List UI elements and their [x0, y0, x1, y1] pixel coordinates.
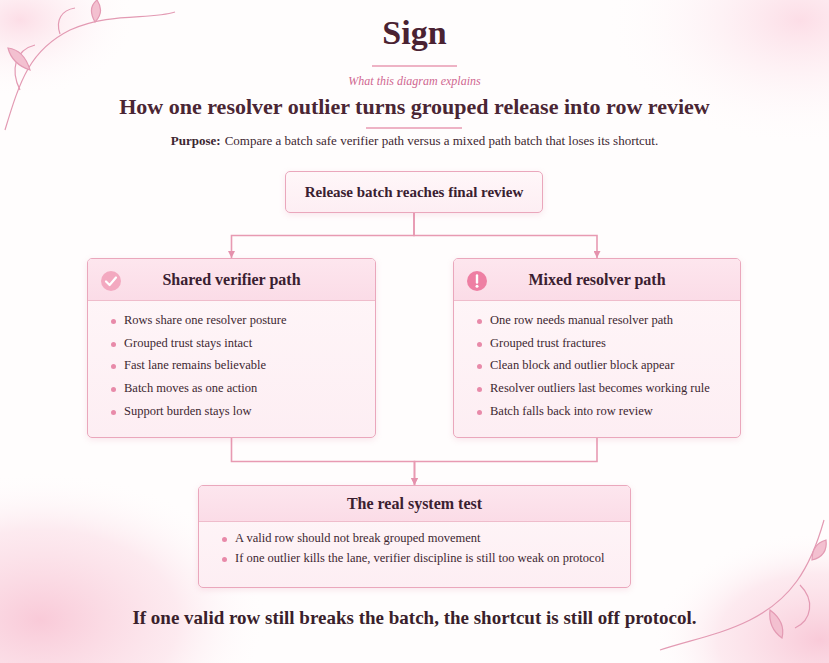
- bullet-text: Grouped trust stays intact: [124, 336, 252, 350]
- box-label: Release batch reaches final review: [305, 184, 524, 201]
- watercolor-blob: [600, 0, 829, 150]
- box-header: Shared verifier path: [88, 259, 375, 301]
- bullet-dot: [222, 537, 227, 542]
- bullet-dot: [111, 319, 116, 324]
- bullet-item: Grouped trust fractures: [474, 336, 726, 352]
- bullet-dot: [477, 364, 482, 369]
- result-box: The real system test A valid row should n…: [198, 485, 631, 588]
- purpose-line: Purpose: Compare a batch safe verifier pa…: [0, 133, 829, 149]
- bullet-item: One row needs manual resolver path: [474, 313, 726, 329]
- start-box: Release batch reaches final review: [285, 171, 543, 213]
- purpose-tag: Purpose:: [171, 133, 221, 148]
- bullet-dot: [222, 557, 227, 562]
- bullet-dot: [111, 410, 116, 415]
- bullet-text: A valid row should not break grouped mov…: [235, 531, 480, 545]
- bullet-text: Grouped trust fractures: [490, 336, 606, 350]
- flow-connector: [415, 438, 598, 485]
- bullet-item: Clean block and outlier block appear: [474, 358, 726, 374]
- bullet-item: Grouped trust stays intact: [108, 336, 361, 352]
- bullet-list: Rows share one resolver postureGrouped t…: [88, 301, 375, 434]
- purpose-text: Compare a batch safe verifier path versu…: [225, 133, 659, 148]
- path-box: Shared verifier pathRows share one resol…: [87, 258, 376, 438]
- bullet-list: One row needs manual resolver pathGroupe…: [454, 301, 740, 434]
- box-heading: The real system test: [209, 495, 620, 513]
- bullet-text: Batch moves as one action: [124, 381, 257, 395]
- watercolor-blob: [0, 0, 140, 100]
- bullet-text: Batch falls back into row review: [490, 404, 653, 418]
- bullet-item: If one outlier kills the lane, verifier …: [219, 551, 614, 567]
- check-icon: [100, 270, 122, 292]
- bullet-text: Clean block and outlier block appear: [490, 358, 674, 372]
- caption: If one valid row still breaks the batch,…: [0, 607, 829, 629]
- kicker-label: What this diagram explains: [0, 74, 829, 89]
- bullet-item: Support burden stays low: [108, 404, 361, 420]
- bullet-item: Fast lane remains believable: [108, 358, 361, 374]
- bullet-text: Resolver outliers last becomes working r…: [490, 381, 710, 395]
- bullet-item: Resolver outliers last becomes working r…: [474, 381, 726, 397]
- bullet-dot: [111, 364, 116, 369]
- bullet-item: Batch moves as one action: [108, 381, 361, 397]
- bullet-item: Batch falls back into row review: [474, 404, 726, 420]
- path-box: Mixed resolver pathOne row needs manual …: [453, 258, 741, 438]
- box-heading: Shared verifier path: [98, 271, 365, 289]
- bullet-text: Support burden stays low: [124, 404, 251, 418]
- box-heading: Mixed resolver path: [464, 271, 730, 289]
- alert-icon: [466, 270, 488, 292]
- bullet-dot: [111, 387, 116, 392]
- watercolor-blob: [650, 530, 829, 663]
- bullet-text: Rows share one resolver posture: [124, 313, 286, 327]
- bullet-text: If one outlier kills the lane, verifier …: [235, 551, 604, 565]
- bullet-text: One row needs manual resolver path: [490, 313, 673, 327]
- subtitle: How one resolver outlier turns grouped r…: [0, 94, 829, 120]
- bullet-item: Rows share one resolver posture: [108, 313, 361, 329]
- box-header: The real system test: [199, 486, 630, 522]
- flow-connector: [414, 213, 597, 258]
- flow-connector: [232, 213, 415, 258]
- bullet-dot: [477, 342, 482, 347]
- bullet-dot: [477, 319, 482, 324]
- bullet-dot: [477, 410, 482, 415]
- box-header: Mixed resolver path: [454, 259, 740, 301]
- bullet-dot: [111, 342, 116, 347]
- title: Sign: [0, 14, 829, 52]
- flow-connector: [232, 438, 415, 485]
- bullet-dot: [477, 387, 482, 392]
- bullet-item: A valid row should not break grouped mov…: [219, 531, 614, 547]
- bullet-list: A valid row should not break grouped mov…: [199, 522, 630, 578]
- bullet-text: Fast lane remains believable: [124, 358, 266, 372]
